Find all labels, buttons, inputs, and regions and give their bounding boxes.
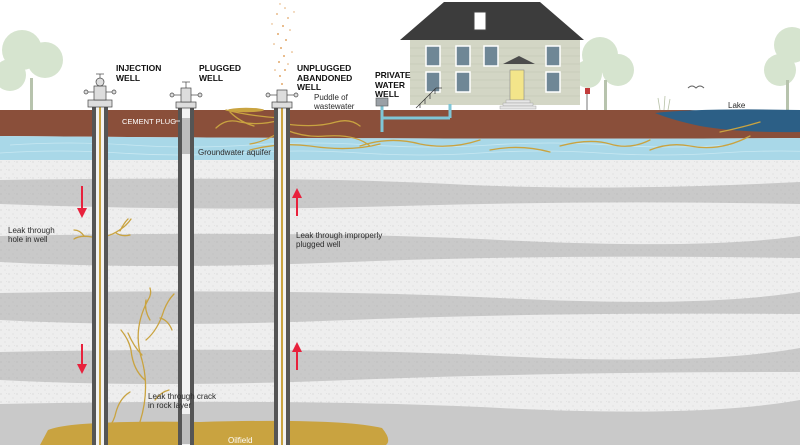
wellhead (169, 81, 203, 109)
plugged-well (169, 81, 203, 445)
cement-plug (182, 118, 190, 154)
puddle-label: Puddle of wastewater (314, 93, 355, 111)
window (425, 45, 441, 67)
window (545, 45, 561, 67)
lake-label: Lake (728, 101, 746, 110)
soil-layer (0, 110, 800, 139)
leak-improper-plug-label: Leak through improperly plugged well (296, 231, 383, 249)
bird (687, 85, 705, 89)
tree-right (574, 37, 634, 110)
oilfield (40, 420, 389, 445)
groundwater-aquifer (0, 136, 800, 162)
tree-left (0, 30, 63, 110)
front-door (509, 69, 525, 101)
unplugged-abandoned-well (265, 89, 299, 445)
reeds (657, 95, 671, 111)
down-arrow (77, 344, 87, 374)
lake (655, 109, 800, 133)
house (400, 2, 590, 110)
injection-well (83, 73, 117, 445)
groundwater-aquifer-label: Groundwater aquifer (198, 148, 271, 157)
oilfield-label: Oilfield (228, 436, 253, 445)
up-arrow (292, 188, 302, 216)
down-arrow (77, 186, 87, 218)
porch-railing (415, 87, 442, 109)
wellhead (83, 73, 117, 108)
window (455, 71, 471, 93)
leak-crack-label: Leak through crack in rock layer (148, 392, 217, 410)
window (425, 71, 441, 93)
plugged-well-label: PLUGGED WELL (199, 63, 242, 83)
window (545, 71, 561, 93)
wellhead (265, 89, 299, 109)
cement-plug-label: CEMENT PLUG (122, 117, 177, 126)
private-water-well-label: PRIVATE WATER WELL (375, 70, 411, 99)
attic-window (473, 11, 487, 31)
mailbox (585, 88, 590, 94)
wastewater-spray (271, 3, 295, 85)
unplugged-abandoned-well-label: UNPLUGGED ABANDONED WELL (297, 63, 353, 92)
house-roof (400, 2, 584, 40)
up-arrow (292, 342, 302, 370)
private-water-well (375, 97, 452, 132)
injection-well-label: INJECTION WELL (116, 63, 162, 83)
sky (0, 0, 800, 115)
window (483, 45, 499, 67)
wastewater-puddle (228, 107, 264, 113)
brine-seepage (73, 109, 761, 429)
window (455, 45, 471, 67)
tree-far-right (764, 27, 800, 110)
cement-plug (182, 414, 190, 444)
leak-hole-label: Leak through hole in well (8, 226, 55, 244)
porch-roof (503, 56, 535, 64)
